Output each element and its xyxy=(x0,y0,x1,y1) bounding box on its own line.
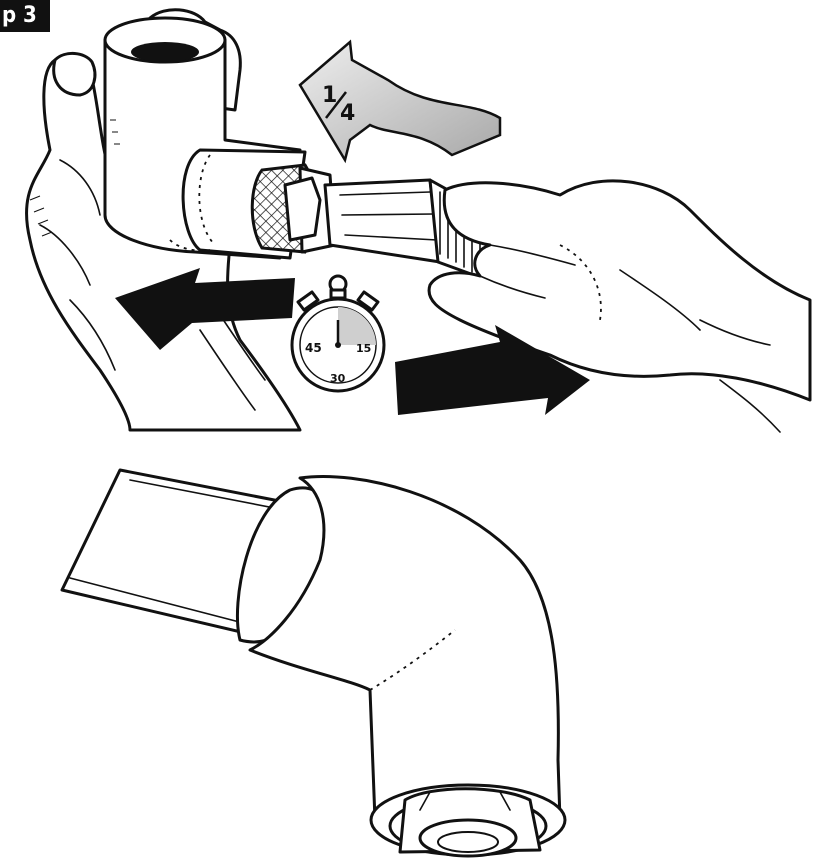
compression-nut xyxy=(252,165,335,252)
timer-tick-15: 15 xyxy=(356,342,371,355)
stopwatch-icon: 45 15 30 xyxy=(292,276,384,391)
timer-tick-45: 45 xyxy=(305,341,322,355)
quarter-denominator: 4 xyxy=(340,101,355,126)
pipe-elbow-assembly xyxy=(62,470,565,856)
timer-tick-30: 30 xyxy=(330,372,346,385)
quarter-turn-icon: 1 4 xyxy=(300,42,500,160)
